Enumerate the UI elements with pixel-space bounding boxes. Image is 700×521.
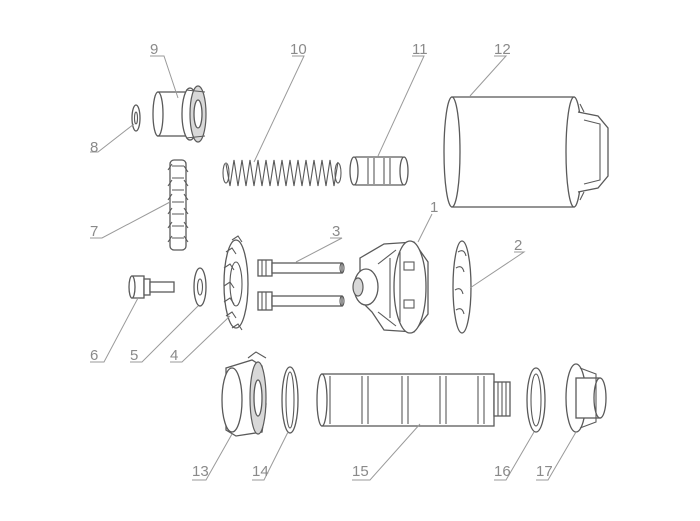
leader-3 bbox=[295, 237, 343, 263]
callout-2: 2 bbox=[514, 237, 522, 254]
part-16-o-ring bbox=[526, 367, 546, 433]
callout-1: 1 bbox=[430, 199, 438, 216]
callout-labels: 8 9 10 11 12 7 3 1 2 6 5 4 13 14 15 16 1… bbox=[90, 41, 553, 480]
callout-3: 3 bbox=[332, 223, 340, 240]
part-13-end-fitting bbox=[221, 351, 267, 437]
part-4-sprocket bbox=[223, 235, 249, 331]
leader-17 bbox=[536, 431, 577, 481]
leader-7 bbox=[90, 201, 171, 239]
callout-16: 16 bbox=[494, 463, 511, 480]
leader-5 bbox=[130, 305, 199, 363]
callout-5: 5 bbox=[130, 347, 138, 364]
leader-16 bbox=[494, 431, 535, 481]
leader-8 bbox=[90, 123, 135, 153]
part-5-washer bbox=[193, 267, 207, 307]
callout-15: 15 bbox=[352, 463, 369, 480]
callout-6: 6 bbox=[90, 347, 98, 364]
callout-13: 13 bbox=[192, 463, 209, 480]
leader-14 bbox=[252, 431, 289, 481]
part-14-o-ring bbox=[281, 366, 299, 434]
leader-6 bbox=[90, 297, 139, 363]
callout-10: 10 bbox=[290, 41, 307, 58]
callout-9: 9 bbox=[150, 41, 158, 58]
leader-10 bbox=[253, 55, 305, 163]
part-6-flange-bolt bbox=[128, 275, 175, 299]
callout-17: 17 bbox=[536, 463, 553, 480]
part-7-chain bbox=[167, 159, 189, 251]
leader-11 bbox=[377, 55, 425, 157]
part-1-pump-body bbox=[352, 240, 429, 334]
callout-14: 14 bbox=[252, 463, 269, 480]
part-12-housing bbox=[443, 96, 609, 208]
leader-4 bbox=[170, 315, 231, 363]
part-15-filter-cartridge bbox=[316, 373, 511, 427]
leader-lines bbox=[90, 55, 577, 481]
callout-12: 12 bbox=[494, 41, 511, 58]
leader-15 bbox=[352, 423, 421, 481]
part-8-washer bbox=[131, 104, 141, 132]
callout-8: 8 bbox=[90, 139, 98, 156]
leader-9 bbox=[150, 55, 179, 99]
leader-2 bbox=[469, 251, 526, 289]
part-2-gasket bbox=[452, 240, 472, 334]
part-11-sleeve bbox=[349, 156, 409, 186]
part-9-sprocket-hub bbox=[152, 85, 207, 143]
callout-7: 7 bbox=[90, 223, 98, 240]
callout-4: 4 bbox=[170, 347, 178, 364]
callout-11: 11 bbox=[412, 41, 428, 58]
part-3-bolts bbox=[257, 259, 345, 311]
part-10-spring bbox=[222, 159, 342, 187]
part-17-nut bbox=[565, 363, 607, 433]
leader-1 bbox=[417, 213, 433, 243]
leader-13 bbox=[192, 433, 233, 481]
leader-12 bbox=[469, 55, 508, 97]
